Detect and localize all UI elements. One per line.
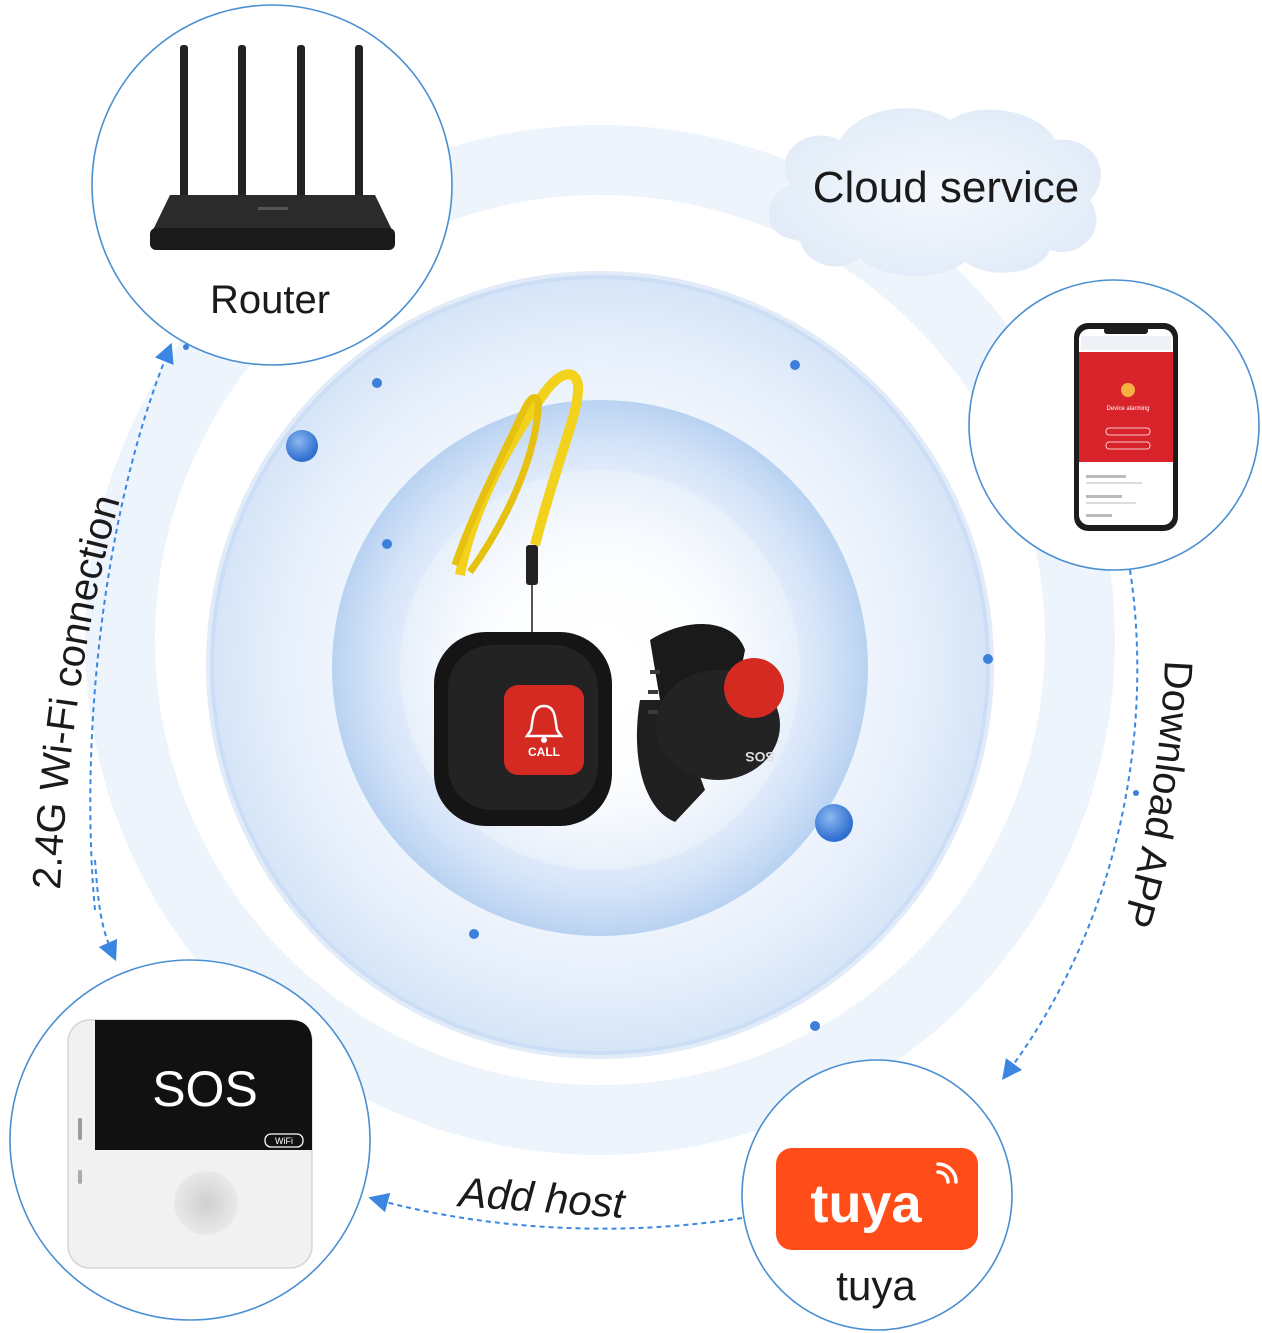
connection-arcs xyxy=(89,342,1139,1230)
phone-node: Device alarming xyxy=(968,279,1260,571)
cloud-label: Cloud service xyxy=(813,163,1080,212)
orbit-dot xyxy=(815,804,853,842)
router-label: Router xyxy=(210,278,330,322)
router-node: Router xyxy=(91,4,453,366)
download-arc xyxy=(1002,569,1139,1081)
wifi-badge xyxy=(264,1133,304,1148)
orbit-dot xyxy=(469,929,479,939)
call-pendant: CALL xyxy=(434,632,612,826)
orbit-dot xyxy=(790,360,800,370)
speaker-grille-icon xyxy=(174,1171,238,1235)
wifi-arc-down xyxy=(94,859,118,962)
call-button xyxy=(504,685,584,775)
orbit-dot xyxy=(372,378,382,388)
orbit-dot xyxy=(382,539,392,549)
sos-button xyxy=(724,658,784,718)
orbit-dot xyxy=(183,344,189,350)
orbit-dot xyxy=(286,430,318,462)
wifi-badge-text: WiFi xyxy=(275,1136,293,1146)
wifi-signal-icon xyxy=(936,1162,958,1184)
orbit-dot xyxy=(110,942,116,948)
tuya-label: tuya xyxy=(836,1262,916,1309)
router-icon xyxy=(150,45,395,250)
lanyard xyxy=(451,369,584,632)
call-button-text: CALL xyxy=(528,745,560,759)
outer-halo xyxy=(85,125,1115,1155)
add-host-label: Add host xyxy=(454,1168,628,1227)
cloud-node: Cloud service xyxy=(768,108,1102,276)
cloud-icon xyxy=(768,108,1102,276)
host-receiver-device: SOS WiFi xyxy=(67,1019,313,1269)
orbit-dots xyxy=(110,344,1139,1031)
tuya-logo xyxy=(776,1148,978,1250)
orbit-dot xyxy=(1133,790,1139,796)
host-display-text: SOS xyxy=(152,1061,258,1117)
tuya-logo-text: tuya xyxy=(810,1174,922,1234)
smartphone-icon: Device alarming xyxy=(1074,323,1178,531)
bell-icon xyxy=(524,704,564,738)
orbit-dot xyxy=(810,1021,820,1031)
center-devices: CALL SOS xyxy=(434,369,784,826)
wifi-arc-up xyxy=(89,342,174,911)
orbit-dot xyxy=(983,654,993,664)
phone-screen-text: Device alarming xyxy=(1106,406,1149,412)
add-host-arc xyxy=(368,1192,743,1230)
sos-wristband: SOS xyxy=(636,623,784,822)
tuya-node: tuya tuya xyxy=(741,1059,1013,1331)
sos-button-text: SOS xyxy=(745,749,775,765)
host-node: SOS WiFi xyxy=(9,959,371,1321)
